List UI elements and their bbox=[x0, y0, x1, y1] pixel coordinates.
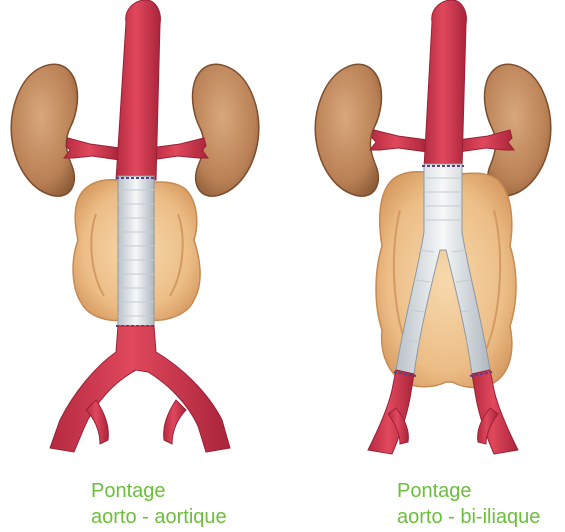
caption-line-1: Pontage bbox=[91, 478, 227, 504]
right-renal-artery bbox=[150, 138, 208, 160]
left-internal-iliac bbox=[86, 400, 108, 444]
left-renal-artery bbox=[370, 130, 428, 152]
right-renal-artery bbox=[458, 130, 514, 152]
graft-tube bbox=[118, 176, 154, 326]
aorta-upper bbox=[116, 0, 160, 180]
caption-line-2: aorto - aortique bbox=[91, 504, 227, 530]
left-renal-artery bbox=[64, 138, 120, 160]
iliac-bifurcation bbox=[50, 326, 230, 452]
right-internal-iliac bbox=[164, 400, 186, 444]
left-kidney bbox=[315, 64, 381, 196]
diagram-aorto-aortique bbox=[11, 0, 259, 452]
diagram-aorto-bi-iliaque bbox=[315, 0, 550, 454]
right-kidney bbox=[485, 64, 551, 196]
caption-aorto-bi-iliaque: Pontage aorto - bi-iliaque bbox=[397, 478, 540, 530]
caption-line-2: aorto - bi-iliaque bbox=[397, 504, 540, 530]
left-kidney bbox=[11, 64, 77, 196]
caption-aorto-aortique: Pontage aorto - aortique bbox=[91, 478, 227, 530]
right-kidney bbox=[193, 64, 259, 196]
aorta-upper bbox=[424, 0, 466, 168]
caption-line-1: Pontage bbox=[397, 478, 540, 504]
